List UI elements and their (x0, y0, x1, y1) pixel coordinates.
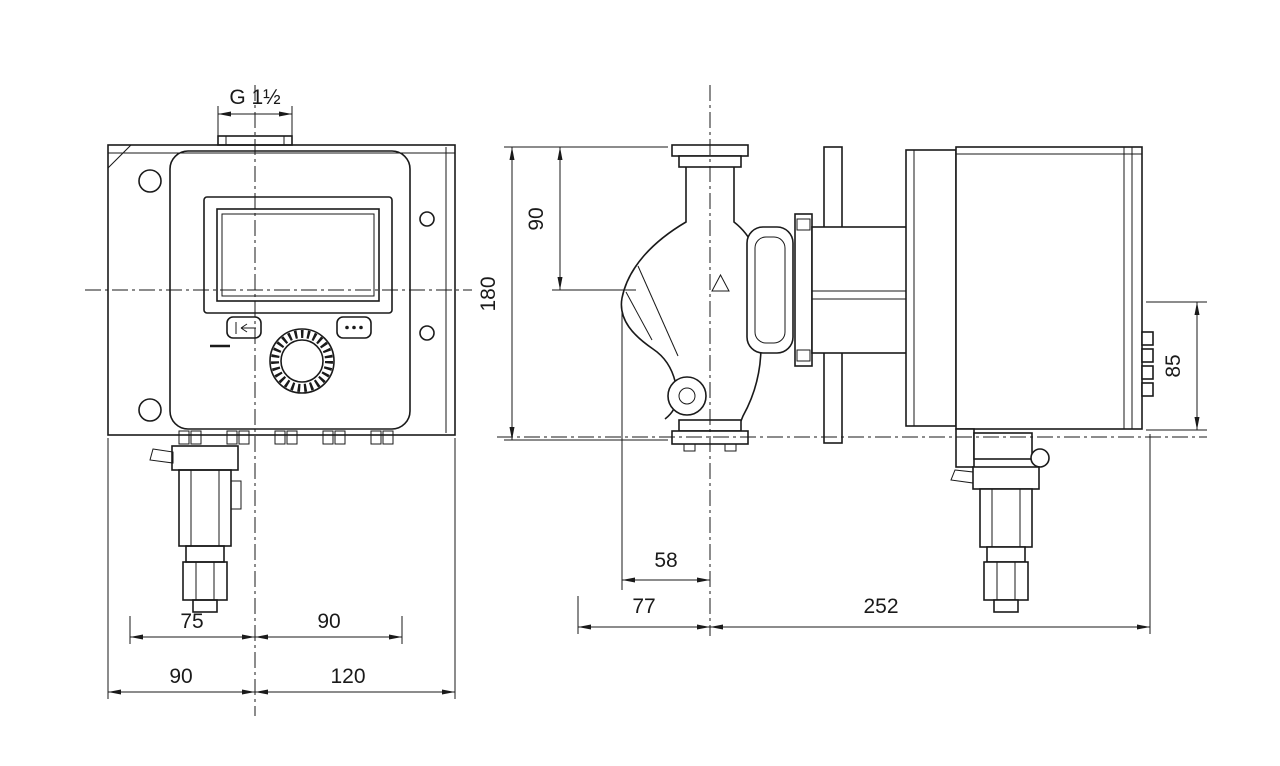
inlet-contour-line (637, 265, 679, 357)
dim-label-front-row1-left: 75 (180, 610, 203, 633)
dimension-thread: G 1½ (217, 86, 293, 138)
screw-hole-bottom-right (419, 325, 435, 341)
screw-holes (138, 169, 435, 422)
dim-label-side-90: 90 (525, 207, 548, 230)
display-screen (203, 196, 393, 314)
screw-hole-top-left (138, 169, 162, 193)
side-view: 90 180 85 58 77 252 (477, 85, 1207, 636)
plug-clip (149, 448, 174, 464)
inlet-contour-line2 (625, 291, 653, 341)
pump-front-face (169, 150, 411, 430)
dimension-side-58: 58 (621, 310, 710, 590)
motor-flange-plate (794, 213, 813, 367)
bracket-screw (1030, 448, 1050, 468)
dimension-side-180: 180 (477, 147, 668, 441)
dim-label-thread: G 1½ (229, 86, 280, 109)
terminal-strip (178, 430, 394, 445)
motor-mid-section (811, 226, 909, 354)
discharge-window (746, 226, 794, 354)
top-pipe-stub (217, 135, 293, 146)
knob-serration (271, 330, 333, 392)
dim-label-side-252: 252 (863, 595, 898, 618)
electronics-module (955, 146, 1154, 430)
drain-boss (667, 376, 707, 416)
dimension-side-bottom-row: 77 252 (577, 434, 1151, 634)
back-button (226, 316, 262, 339)
dimension-side-85: 85 (1146, 301, 1207, 431)
dim-label-side-58: 58 (654, 549, 677, 572)
dim-label-side-180: 180 (477, 276, 500, 311)
terminal-tabs (1141, 331, 1154, 397)
control-knob (269, 328, 335, 394)
pump-volute (620, 167, 794, 422)
dimension-front-row2: 90 120 (107, 438, 456, 699)
dim-label-front-row1-right: 90 (317, 610, 340, 633)
screw-hole-bottom-left (138, 398, 162, 422)
back-arrow-icon (235, 322, 256, 334)
motor-end-section (905, 149, 957, 427)
flow-direction-arrow-icon (711, 273, 730, 292)
menu-dots-icon (345, 325, 363, 330)
dimension-front-row1: 75 90 (129, 610, 403, 644)
mounting-bracket (955, 428, 1050, 468)
dim-label-side-85: 85 (1162, 354, 1185, 377)
dim-label-side-77: 77 (632, 595, 655, 618)
screw-hole-top-right (419, 211, 435, 227)
power-plug-side (950, 466, 1040, 613)
front-view: G 1½ 75 90 90 120 (85, 85, 472, 716)
dimension-side-90: 90 (504, 146, 668, 291)
plug-clip-side (950, 469, 974, 484)
context-menu-button (336, 316, 372, 339)
power-plug-front (149, 445, 242, 613)
dim-label-front-row2-right: 120 (330, 665, 365, 688)
dim-label-front-row2-left: 90 (169, 665, 192, 688)
